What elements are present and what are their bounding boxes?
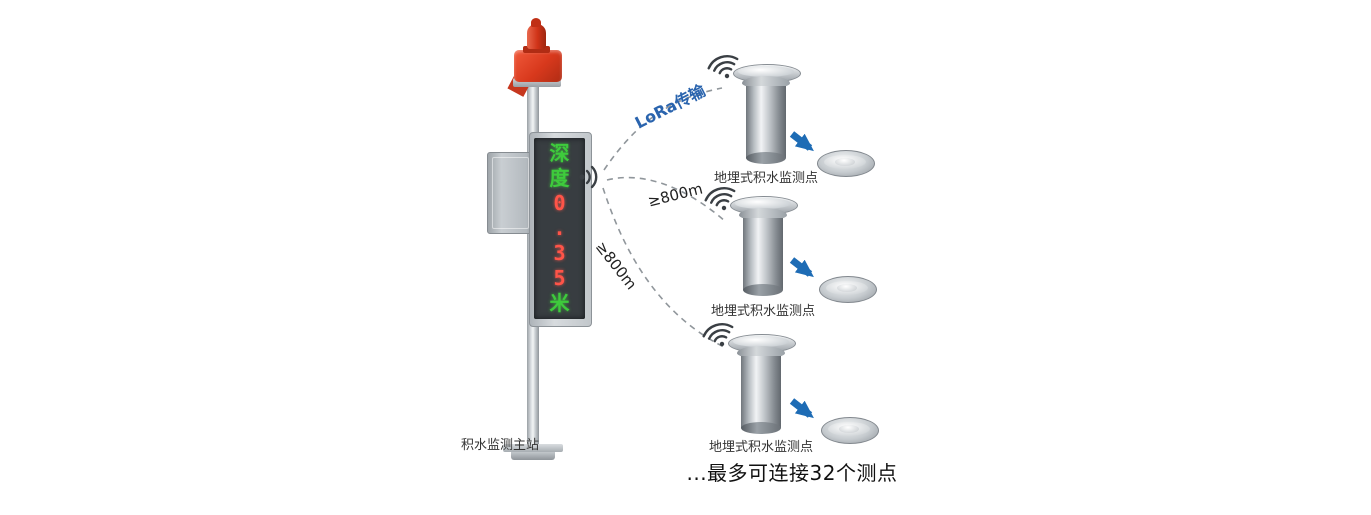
- led-char: 5: [553, 266, 566, 290]
- sensor-label: 地埋式积水监测点: [710, 304, 815, 319]
- led-char: 深: [549, 141, 570, 165]
- beacon-bracket: [513, 78, 561, 87]
- distance-label-bottom: ≥800m: [591, 238, 641, 294]
- sensor-disc: [817, 150, 875, 177]
- sensor-body: [741, 356, 781, 428]
- sensor-label: 地埋式积水监测点: [713, 171, 818, 186]
- footer-note: ...最多可连接32个测点: [686, 461, 898, 485]
- led-char: 3: [553, 241, 566, 265]
- led-char: 0: [553, 191, 566, 215]
- led-char: .: [553, 216, 566, 240]
- alarm-beacon-icon: [514, 50, 562, 82]
- sensor-label: 地埋式积水监测点: [708, 440, 813, 455]
- sensor-disc: [821, 417, 879, 444]
- buried-sensor-cylinder: [730, 196, 798, 306]
- sensor-disc: [819, 276, 877, 303]
- sensor-collar: [739, 208, 787, 220]
- sensor-bottom-cap: [743, 284, 783, 296]
- beacon-dome: [527, 24, 546, 49]
- sensor-collar: [742, 76, 790, 88]
- sensor-bottom-cap: [741, 422, 781, 434]
- lora-transmission-label: LoRa传输: [631, 80, 709, 133]
- beacon-dome-base: [523, 46, 550, 53]
- sensor-body: [743, 218, 783, 290]
- arrow-icon: [789, 398, 814, 419]
- led-char: 米: [549, 291, 570, 315]
- control-box: [487, 152, 534, 234]
- sensor-flange-top: [735, 198, 791, 209]
- disc-dome: [839, 425, 859, 433]
- led-screen: 深 度 0 . 3 5 米: [534, 138, 585, 319]
- sensor-bottom-cap: [746, 152, 786, 164]
- beacon-tip: [531, 18, 541, 27]
- pole-base-foot: [511, 452, 555, 460]
- sensor-flange-top: [733, 336, 789, 347]
- sensor-collar: [737, 346, 785, 358]
- disc-dome: [837, 284, 857, 292]
- sensor-body: [746, 86, 786, 158]
- buried-sensor-cylinder: [728, 334, 796, 444]
- disc-dome: [835, 158, 855, 166]
- buried-sensor-cylinder: [733, 64, 801, 174]
- station-label: 积水监测主站: [461, 438, 540, 453]
- led-display: 深 度 0 . 3 5 米: [529, 132, 592, 327]
- pole-base-plate: [503, 444, 563, 452]
- sensor-flange-top: [738, 66, 794, 77]
- led-char: 度: [549, 166, 570, 190]
